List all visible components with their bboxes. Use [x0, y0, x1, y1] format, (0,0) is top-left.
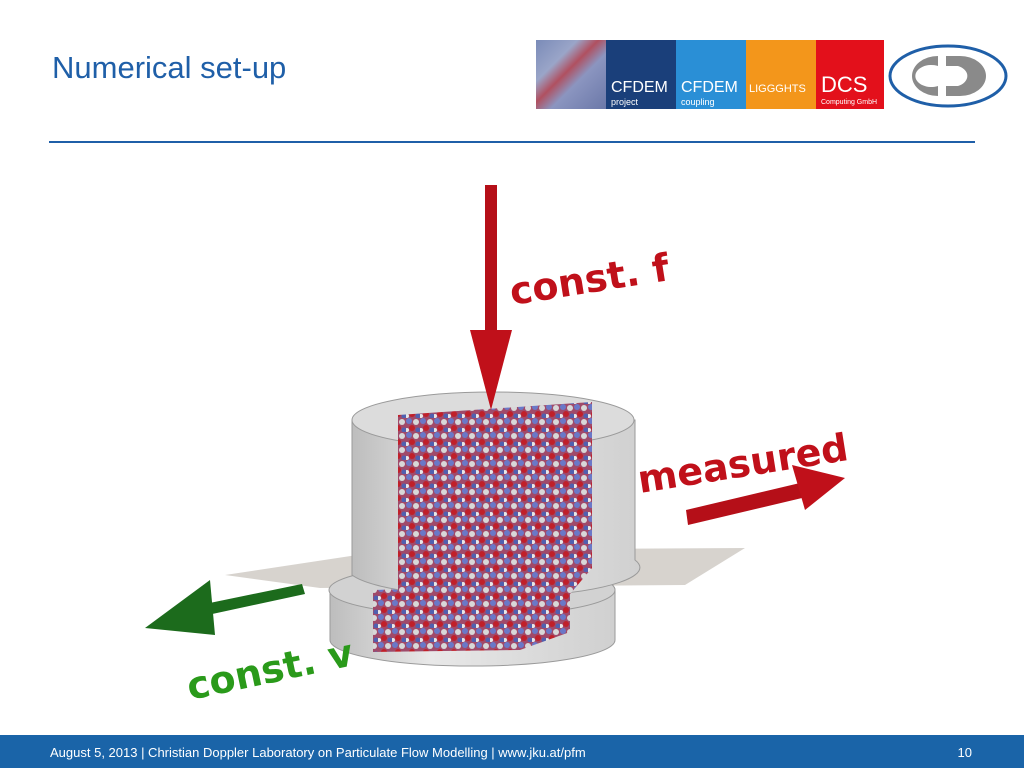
cfdem-coupling-logo-subtitle: coupling — [681, 97, 715, 107]
dcs-logo-title: DCS — [821, 72, 868, 97]
cfdem-project-logo: CFDEM project — [606, 40, 676, 109]
lower-particle-section — [373, 585, 570, 652]
simulation-thumbnail-image — [536, 40, 606, 109]
arrow-right-measured-force — [686, 465, 845, 525]
liggghts-logo-text: LIGGGHTS — [749, 83, 806, 95]
cfdem-coupling-logo: CFDEM coupling — [676, 40, 746, 109]
arrow-down-constant-force — [470, 185, 512, 410]
cd-laboratory-logo — [888, 44, 1008, 108]
footer-text: August 5, 2013 | Christian Doppler Labor… — [50, 745, 586, 760]
dcs-logo-subtitle: Computing GmbH — [821, 99, 878, 106]
cfdem-coupling-logo-title: CFDEM — [681, 79, 738, 96]
liggghts-logo: LIGGGHTS — [746, 40, 816, 109]
dcs-logo: DCS Computing GmbH — [816, 40, 884, 109]
title-divider — [49, 141, 975, 143]
cfdem-project-logo-title: CFDEM — [611, 79, 668, 96]
label-const-v: const. v — [183, 631, 358, 709]
upper-cylinder — [351, 391, 641, 600]
partner-logo-strip: CFDEM project CFDEM coupling LIGGGHTS DC… — [536, 40, 884, 109]
arrow-left-constant-velocity — [145, 580, 305, 635]
upper-particle-section — [398, 402, 592, 600]
slide-title: Numerical set-up — [52, 50, 287, 85]
cfdem-project-logo-subtitle: project — [611, 97, 639, 107]
page-number: 10 — [957, 745, 972, 760]
slide-footer: August 5, 2013 | Christian Doppler Labor… — [0, 735, 1024, 768]
shear-cell-diagram: const. f measured f const. v — [145, 185, 860, 709]
label-const-f: const. f — [507, 245, 673, 314]
